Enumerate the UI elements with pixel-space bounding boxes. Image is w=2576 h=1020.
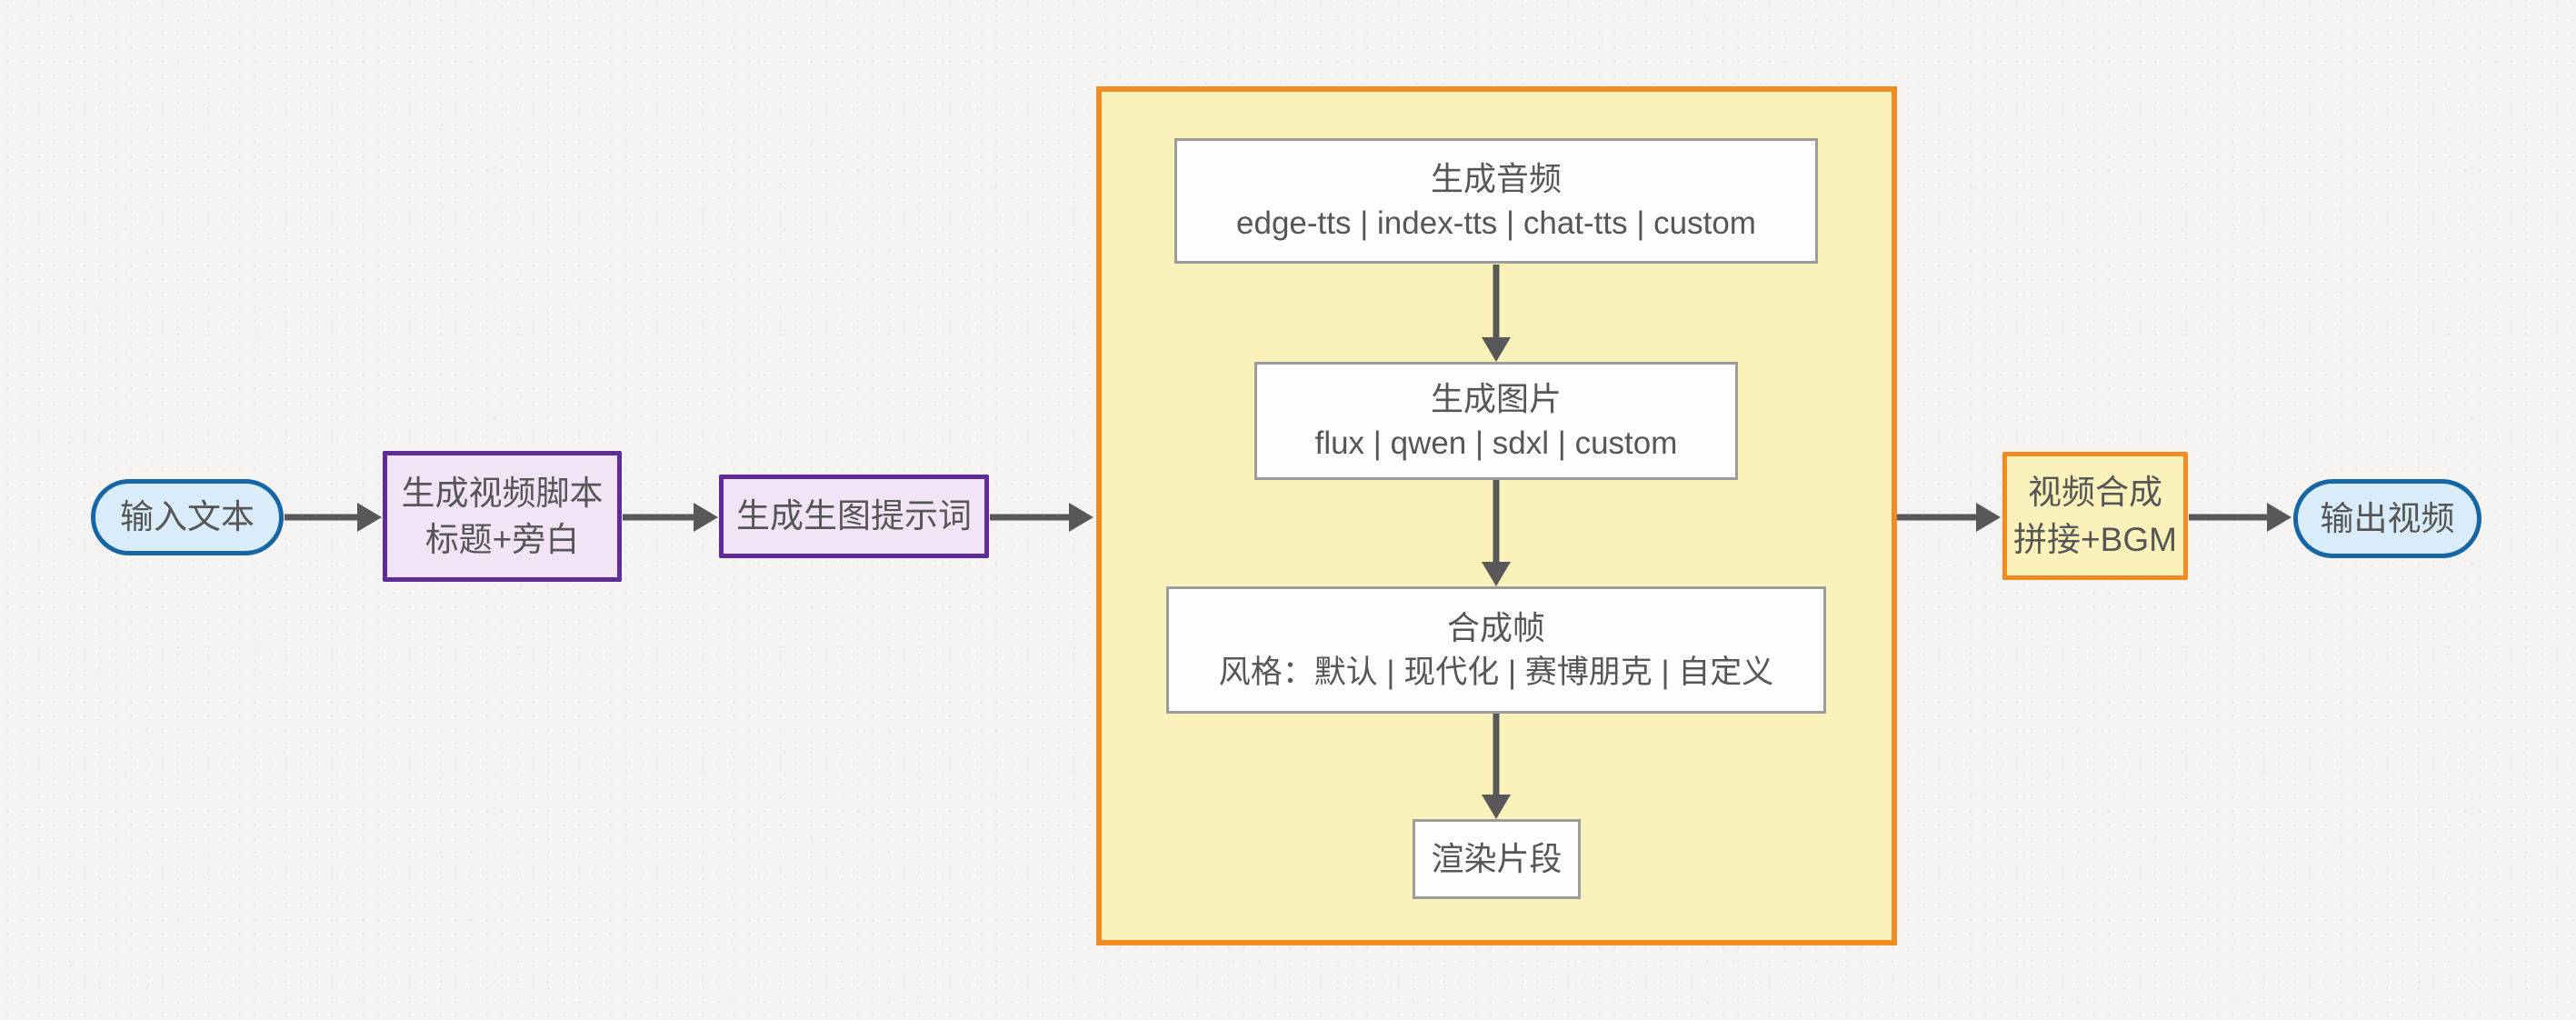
arrowhead-right-icon: [1976, 503, 2001, 532]
arrow-audio-to-image: [1481, 265, 1512, 362]
arrow-image-to-frame: [1481, 480, 1512, 586]
video-compose-line1: 视频合成: [2028, 474, 2162, 512]
arrow-compose-to-output: [2189, 502, 2291, 533]
input-text-node: 输入文本: [91, 479, 284, 555]
arrow-input-to-script: [285, 502, 382, 533]
video-compose-node: 视频合成 拼接+BGM: [2002, 452, 2188, 580]
arrowhead-down-icon: [1482, 562, 1511, 586]
arrowhead-right-icon: [694, 503, 718, 532]
video-compose-line2: 拼接+BGM: [2013, 520, 2177, 558]
arrowhead-right-icon: [2267, 503, 2291, 532]
arrowhead-down-icon: [1482, 795, 1511, 819]
arrow-pipeline-to-compose: [1897, 502, 2001, 533]
render-segment-label: 渲染片段: [1431, 840, 1563, 878]
arrow-shaft: [990, 514, 1075, 521]
compose-frame-step: 合成帧 风格：默认 | 现代化 | 赛博朋克 | 自定义: [1166, 586, 1826, 714]
arrow-frame-to-render: [1481, 714, 1512, 819]
arrow-prompt-to-pipeline: [990, 502, 1093, 533]
arrow-shaft: [1493, 480, 1500, 568]
output-video-node: 输出视频: [2293, 479, 2481, 558]
arrowhead-right-icon: [357, 503, 382, 532]
arrow-shaft: [1493, 714, 1500, 801]
arrow-shaft: [285, 514, 364, 521]
render-segment-step: 渲染片段: [1413, 819, 1581, 899]
generate-image-options: flux | qwen | sdxl | custom: [1314, 425, 1678, 461]
generate-image-title: 生成图片: [1430, 380, 1562, 418]
generate-script-line2: 标题+旁白: [424, 521, 580, 558]
arrow-shaft: [623, 514, 700, 521]
arrowhead-down-icon: [1482, 337, 1511, 362]
output-video-label: 输出视频: [2320, 499, 2455, 537]
compose-frame-title: 合成帧: [1446, 609, 1545, 647]
generate-audio-step: 生成音频 edge-tts | index-tts | chat-tts | c…: [1174, 138, 1818, 264]
input-text-label: 输入文本: [120, 498, 255, 536]
generate-script-line1: 生成视频脚本: [401, 474, 604, 512]
arrow-shaft: [2189, 514, 2273, 521]
generate-image-step: 生成图片 flux | qwen | sdxl | custom: [1254, 362, 1738, 480]
generate-prompt-label: 生成生图提示词: [736, 497, 972, 535]
generate-audio-title: 生成音频: [1430, 160, 1562, 198]
arrow-script-to-prompt: [623, 502, 718, 533]
generate-prompt-node: 生成生图提示词: [719, 475, 989, 558]
arrow-shaft: [1493, 265, 1500, 344]
compose-frame-options: 风格：默认 | 现代化 | 赛博朋克 | 自定义: [1218, 654, 1774, 690]
generate-script-node: 生成视频脚本 标题+旁白: [383, 451, 622, 582]
arrow-shaft: [1897, 514, 1982, 521]
arrowhead-right-icon: [1069, 503, 1093, 532]
generate-audio-options: edge-tts | index-tts | chat-tts | custom: [1236, 205, 1756, 241]
